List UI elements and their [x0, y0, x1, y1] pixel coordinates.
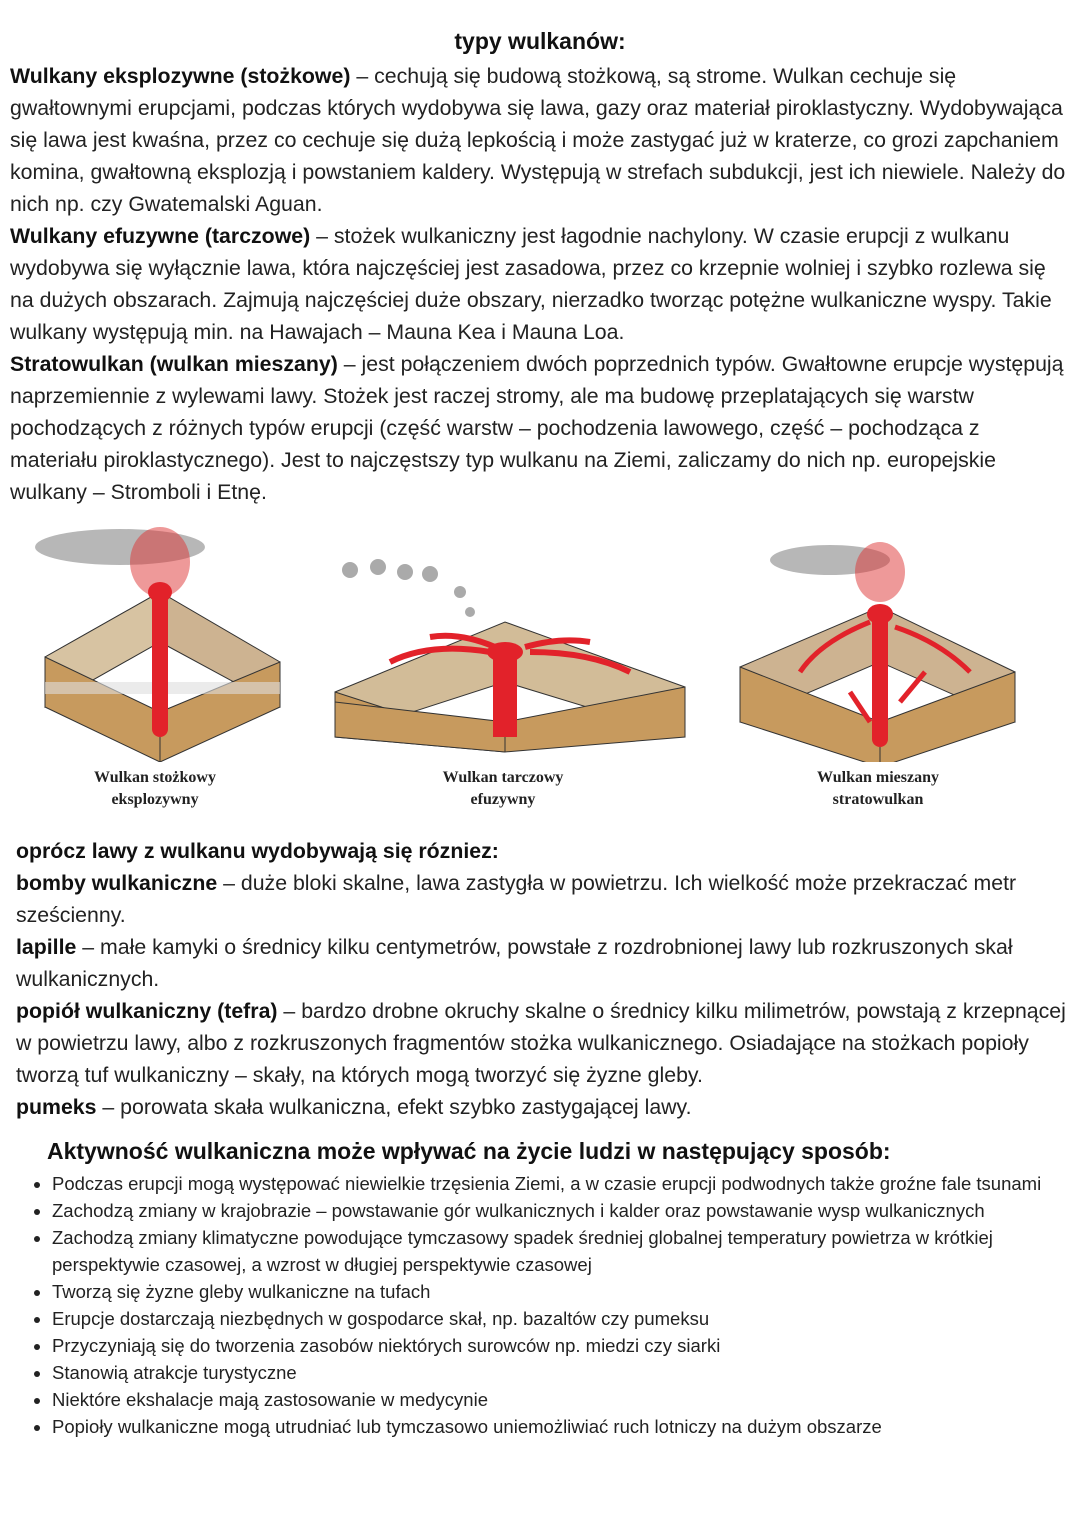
material-item: bomby wulkaniczne – duże bloki skalne, l… [16, 871, 1017, 927]
list-item: Erupcje dostarczają niezbędnych w gospod… [52, 1305, 1052, 1332]
material-item: pumeks – porowata skała wulkaniczna, efe… [16, 1095, 692, 1119]
list-item: Tworzą się żyzne gleby wulkaniczne na tu… [52, 1278, 1052, 1305]
list-item: Stanowią atrakcje turystyczne [52, 1359, 1052, 1386]
impact-list: Podczas erupcji mogą występować niewielk… [22, 1170, 1052, 1440]
list-item: Zachodzą zmiany klimatyczne powodujące t… [52, 1224, 1052, 1278]
type-paragraph: Stratowulkan (wulkan mieszany) – jest po… [10, 348, 1072, 508]
list-item: Przyczyniają się do tworzenia zasobów ni… [52, 1332, 1052, 1359]
term: Wulkany eksplozywne (stożkowe) [10, 64, 351, 88]
materials-heading: oprócz lawy z wulkanu wydobywają się róz… [16, 839, 499, 863]
type-paragraph: Wulkany efuzywne (tarczowe) – stożek wul… [10, 220, 1072, 348]
list-item: Popioły wulkaniczne mogą utrudniać lub t… [52, 1413, 1052, 1440]
material-item: popiół wulkaniczny (tefra) – bardzo drob… [16, 999, 1066, 1087]
volcano-types: Wulkany eksplozywne (stożkowe) – cechują… [10, 60, 1072, 508]
list-item: Niektóre ekshalacje mają zastosowanie w … [52, 1386, 1052, 1413]
definition: – jest połączeniem dwóch poprzednich typ… [10, 352, 1064, 504]
shield-volcano-illustration [334, 559, 686, 753]
definition: – stożek wulkaniczny jest łagodnie nachy… [10, 224, 1052, 344]
term: Wulkany efuzywne (tarczowe) [10, 224, 311, 248]
list-item: Podczas erupcji mogą występować niewielk… [52, 1170, 1052, 1197]
mixed-stratovolcano-illustration [739, 542, 1016, 762]
page-title: typy wulkanów: [454, 28, 626, 54]
type-paragraph: Wulkany eksplozywne (stożkowe) – cechują… [10, 60, 1072, 220]
volcanic-materials: oprócz lawy z wulkanu wydobywają się róz… [16, 835, 1072, 1123]
term: Stratowulkan (wulkan mieszany) [10, 352, 338, 376]
definition: – cechują się budową stożkową, są strome… [10, 64, 1066, 216]
list-item: Zachodzą zmiany w krajobrazie – powstawa… [52, 1197, 1052, 1224]
stratovolcano-conical-illustration [35, 527, 281, 762]
impact-heading: Aktywność wulkaniczna może wpływać na ży… [47, 1138, 891, 1164]
material-item: lapille – małe kamyki o średnicy kilku c… [16, 935, 1013, 991]
